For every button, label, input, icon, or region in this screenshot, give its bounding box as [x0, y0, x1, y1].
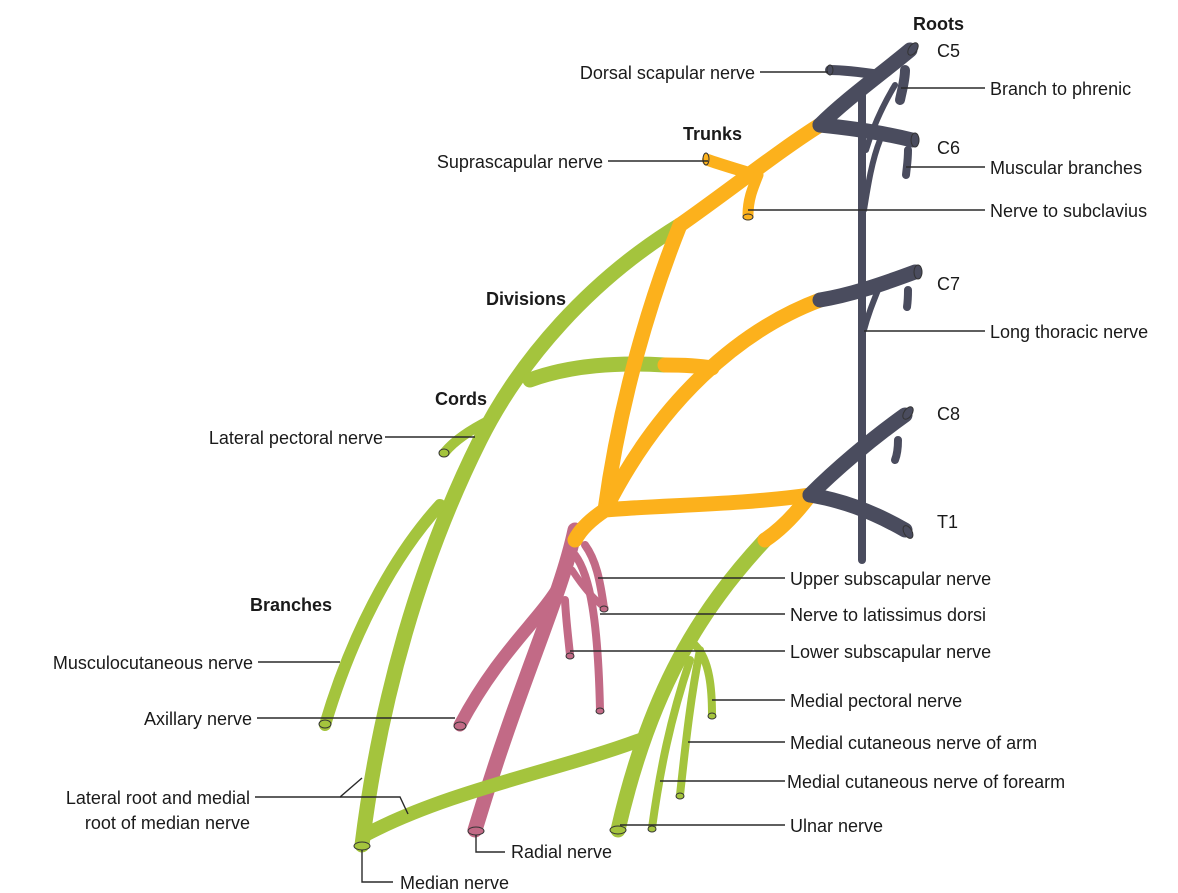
axillary-cap [454, 722, 466, 730]
nerve-labels: Dorsal scapular nerve Branch to phrenic … [53, 63, 1148, 893]
root-c7-path [820, 272, 915, 300]
suprascapular-path [708, 160, 755, 175]
label-lower-subscapular: Lower subscapular nerve [790, 642, 991, 662]
c7-muscular-path [907, 290, 908, 307]
label-long-thoracic: Long thoracic nerve [990, 322, 1148, 342]
label-c6: C6 [937, 138, 960, 158]
heading-divisions: Divisions [486, 289, 566, 309]
thoracodorsal-cap [596, 708, 604, 714]
c6-cap [911, 133, 919, 147]
root-t1-path [810, 495, 905, 530]
label-suprascapular: Suprascapular nerve [437, 152, 603, 172]
leader-radial [476, 835, 505, 852]
dorsal-scapular-path [830, 70, 880, 75]
label-nerve-to-subclavius: Nerve to subclavius [990, 201, 1147, 221]
root-labels: C5 C6 C7 C8 T1 [937, 41, 960, 532]
suprascapular-cap [703, 153, 709, 165]
roots-group [810, 50, 915, 560]
label-ulnar: Ulnar nerve [790, 816, 883, 836]
leader-lateral-root [255, 778, 362, 797]
musculocutaneous-cap [319, 720, 331, 728]
label-medial-cutaneous-arm: Medial cutaneous nerve of arm [790, 733, 1037, 753]
medial-cutaneous-forearm-cap [648, 826, 656, 832]
label-medial-pectoral: Medial pectoral nerve [790, 691, 962, 711]
leader-median [362, 850, 393, 882]
heading-cords: Cords [435, 389, 487, 409]
middle-anterior-division-path [665, 365, 712, 368]
upper-subscapular-cap [600, 606, 608, 612]
division-green-path [530, 364, 665, 380]
root-c6-path [820, 125, 912, 140]
c7-cap [914, 265, 922, 279]
label-lateral-pectoral: Lateral pectoral nerve [209, 428, 383, 448]
label-dorsal-scapular: Dorsal scapular nerve [580, 63, 755, 83]
label-axillary: Axillary nerve [144, 709, 252, 729]
label-muscular-branches: Muscular branches [990, 158, 1142, 178]
label-branch-to-phrenic: Branch to phrenic [990, 79, 1131, 99]
subclavius-cap [743, 214, 753, 220]
c8-muscular-path [895, 440, 898, 460]
label-t1: T1 [937, 512, 958, 532]
median-cap [354, 842, 370, 850]
label-medial-cutaneous-forearm: Medial cutaneous nerve of forearm [787, 772, 1065, 792]
label-median: Median nerve [400, 873, 509, 893]
label-c8: C8 [937, 404, 960, 424]
heading-branches: Branches [250, 595, 332, 615]
medial-pectoral-cap [708, 713, 716, 719]
dorsal-scapular-cap [827, 65, 833, 75]
label-lateral-medial-root-line2: root of median nerve [85, 813, 250, 833]
c6-muscular-path [906, 150, 908, 175]
lower-subscapular-path [565, 600, 570, 655]
phrenic-branch-path [900, 70, 905, 100]
heading-trunks: Trunks [683, 124, 742, 144]
trunks-divisions-group [575, 125, 820, 540]
label-radial: Radial nerve [511, 842, 612, 862]
label-musculocutaneous: Musculocutaneous nerve [53, 653, 253, 673]
ulnar-cap [610, 826, 626, 834]
section-headings: Roots Trunks Divisions Cords Branches [250, 14, 964, 615]
radial-cap [468, 827, 484, 835]
label-upper-subscapular: Upper subscapular nerve [790, 569, 991, 589]
label-nerve-to-latissimus: Nerve to latissimus dorsi [790, 605, 986, 625]
medial-cutaneous-arm-cap [676, 793, 684, 799]
label-c7: C7 [937, 274, 960, 294]
lateral-pectoral-cap [439, 449, 449, 457]
heading-roots: Roots [913, 14, 964, 34]
root-c8-path [810, 415, 905, 495]
label-c5: C5 [937, 41, 960, 61]
label-lateral-medial-root-line1: Lateral root and medial [66, 788, 250, 808]
lower-subscapular-cap [566, 653, 574, 659]
